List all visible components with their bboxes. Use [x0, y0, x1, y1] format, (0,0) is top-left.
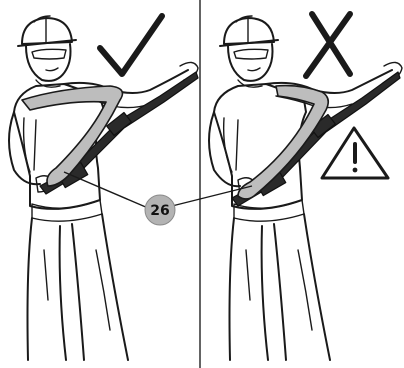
callout-leader-left	[64, 172, 148, 208]
check-mark-icon	[100, 16, 162, 74]
panel-incorrect	[209, 14, 402, 360]
x-mark-icon	[306, 14, 350, 76]
panel-correct	[9, 16, 198, 360]
warning-triangle-icon	[322, 128, 388, 178]
callout-number: 26	[150, 203, 169, 219]
worker-figure-left	[9, 16, 198, 360]
worker-figure-right	[209, 16, 402, 360]
